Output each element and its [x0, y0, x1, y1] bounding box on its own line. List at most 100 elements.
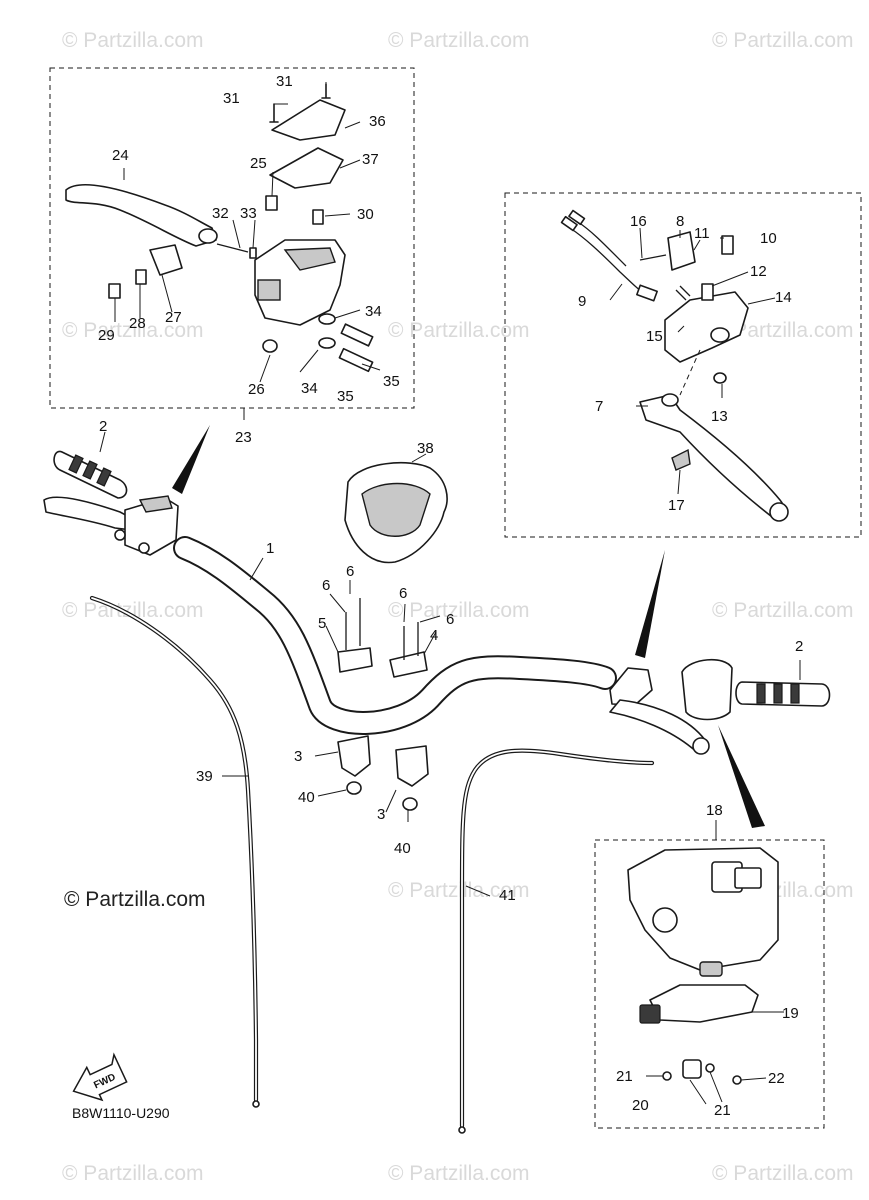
screw: [108, 283, 121, 299]
callout: 13: [711, 408, 728, 425]
lower-holder: [395, 745, 429, 787]
pivot-bolt: [216, 243, 249, 253]
callout: 11: [694, 225, 710, 242]
callout: 17: [668, 497, 685, 514]
callout: 26: [248, 381, 265, 398]
callout: 35: [337, 388, 354, 405]
pointer-arrow: [635, 550, 665, 658]
union-bolt: [338, 347, 374, 373]
watermark: © Partzilla.com: [388, 29, 530, 52]
screw: [269, 103, 279, 123]
pin: [249, 247, 257, 259]
callout: 15: [646, 328, 663, 345]
callout: 41: [499, 887, 516, 904]
callout: 20: [632, 1097, 649, 1114]
callout: 5: [318, 615, 326, 632]
callout: 23: [235, 429, 252, 446]
fwd-arrow-icon: FWD: [72, 1052, 128, 1102]
connector: [568, 209, 586, 226]
nut: [402, 797, 418, 811]
diaphragm: [269, 147, 344, 189]
watermark: © Partzilla.com: [388, 1162, 530, 1185]
master-cylinder-group-box: [49, 67, 415, 409]
callout: 36: [369, 113, 386, 130]
watermark: © Partzilla.com: [712, 1162, 854, 1185]
handlebar-switch-group: [627, 847, 779, 1085]
switch-plunger: [636, 284, 658, 302]
pointer-arrow: [718, 725, 765, 828]
callout: 24: [112, 147, 129, 164]
cushion: [671, 448, 691, 471]
lever-pivot: [198, 228, 218, 244]
cover-recess: [361, 482, 431, 537]
washer: [318, 337, 336, 349]
bolt: [721, 235, 734, 255]
callout: 25: [250, 155, 267, 172]
lever-tip: [769, 502, 789, 522]
watermark: © Partzilla.com: [62, 1162, 204, 1185]
callout: 39: [196, 768, 213, 785]
bolts: [345, 598, 419, 660]
callout: 21: [714, 1102, 731, 1119]
clamp: [257, 279, 281, 301]
callout: 7: [595, 398, 603, 415]
callout: 38: [417, 440, 434, 457]
callout: 14: [775, 289, 792, 306]
collar: [135, 269, 147, 285]
watermarks: © Partzilla.com © Partzilla.com © Partzi…: [62, 29, 854, 1185]
callout: 8: [676, 213, 684, 230]
nut: [262, 339, 278, 353]
watermark: © Partzilla.com: [62, 319, 204, 342]
callout: 29: [98, 327, 115, 344]
cable-end: [458, 1126, 466, 1134]
nut: [713, 372, 727, 384]
callout: 34: [365, 303, 382, 320]
callouts: 31 31 36 24 37 25 32 33 30 34 27 28 29 3…: [98, 73, 803, 1119]
bolt: [265, 195, 278, 211]
clutch-perch-assembly: [609, 667, 710, 755]
reservoir-cover: [271, 99, 346, 141]
washer: [318, 313, 336, 325]
switch-group-box: [594, 839, 825, 1129]
callout: 10: [760, 230, 777, 247]
cable-end: [252, 1100, 260, 1108]
callout: 6: [322, 577, 330, 594]
left-grip: [53, 450, 128, 499]
clutch-lever-group-box: [504, 192, 862, 538]
callout: 6: [446, 611, 454, 628]
callout: 2: [99, 418, 107, 435]
brake-lever: [65, 183, 217, 247]
switch-wire: [569, 227, 649, 296]
holder: [667, 231, 696, 271]
callout: 3: [294, 748, 302, 765]
upper-holder: [337, 647, 373, 673]
callout: 6: [399, 585, 407, 602]
callout: 27: [165, 309, 182, 326]
diagram-code: B8W1110-U290: [72, 1105, 170, 1121]
callout: 1: [266, 540, 274, 557]
callout: 6: [346, 563, 354, 580]
callout: 12: [750, 263, 767, 280]
partzilla-copyright: © Partzilla.com: [64, 888, 206, 911]
master-cylinder-group: [65, 82, 381, 383]
callout: 34: [301, 380, 318, 397]
callout: 35: [383, 373, 400, 390]
bolt: [312, 209, 324, 225]
callout: 30: [357, 206, 374, 223]
callout: 9: [578, 293, 586, 310]
watermark: © Partzilla.com: [388, 599, 530, 622]
callout: 40: [394, 840, 411, 857]
bolt: [701, 283, 714, 301]
watermark: © Partzilla.com: [62, 599, 204, 622]
pin: [639, 254, 667, 261]
spring: [675, 285, 691, 301]
union-bolt: [340, 323, 374, 347]
callout: 40: [298, 789, 315, 806]
pointer-arrow: [172, 425, 210, 494]
handlebar: [175, 538, 615, 733]
right-grip: [735, 681, 831, 707]
brake-switch: [149, 244, 183, 276]
callout: 31: [223, 90, 240, 107]
callout: 2: [795, 638, 803, 655]
